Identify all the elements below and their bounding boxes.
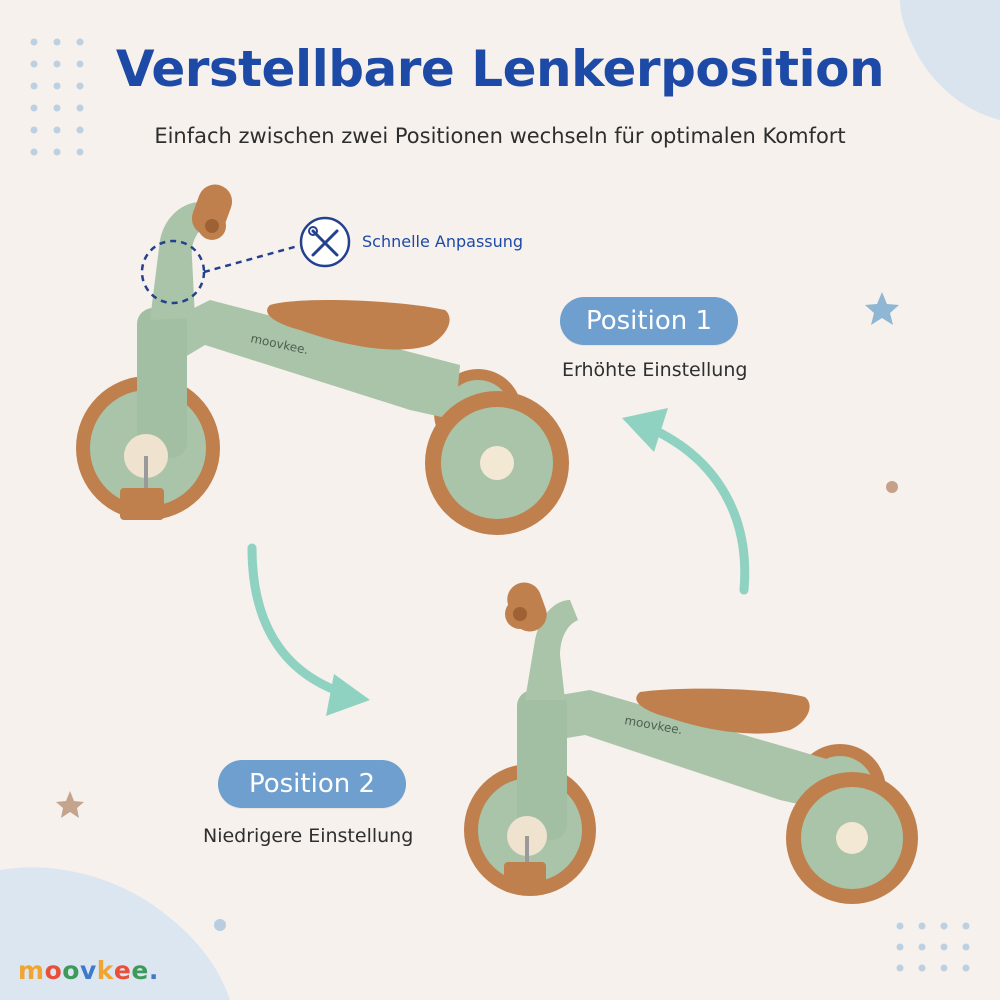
brand-letter: v [79,956,97,985]
brand-letter: e [131,956,149,985]
brand-letter: o [44,956,63,985]
position-1-caption: Erhöhte Einstellung [562,359,748,381]
brand-letter: m [18,956,45,985]
balance-bike-position-1: moovkee. [76,184,569,535]
balance-bike-position-2: moovkee. [464,582,918,904]
position-1-badge: Position 1 [560,297,738,345]
arrow-up-icon [622,408,750,595]
dot-grid-top-left [30,38,84,156]
callout-label: Schnelle Anpassung [362,232,524,251]
page-title: Verstellbare Lenkerposition [115,40,885,98]
brand-letter: e [113,956,132,985]
decor-dot [886,481,898,493]
bottom-left-blob [0,867,230,1000]
dot-grid-bottom-right [896,922,970,972]
position-2-caption: Niedrigere Einstellung [203,825,414,847]
wrench-screwdriver-icon [299,216,351,268]
brand-logo: moovkee. [18,956,159,985]
brand-letter: k [96,956,114,985]
star-icon [865,292,899,325]
brand-letter: o [62,956,80,985]
position-2-badge: Position 2 [218,760,406,808]
star-icon [56,791,84,818]
top-right-blob [900,0,1000,120]
page-subtitle: Einfach zwischen zwei Positionen wechsel… [154,124,846,148]
brand-letter: . [148,956,159,985]
decor-dot [214,919,226,931]
arrow-down-icon [247,543,370,716]
